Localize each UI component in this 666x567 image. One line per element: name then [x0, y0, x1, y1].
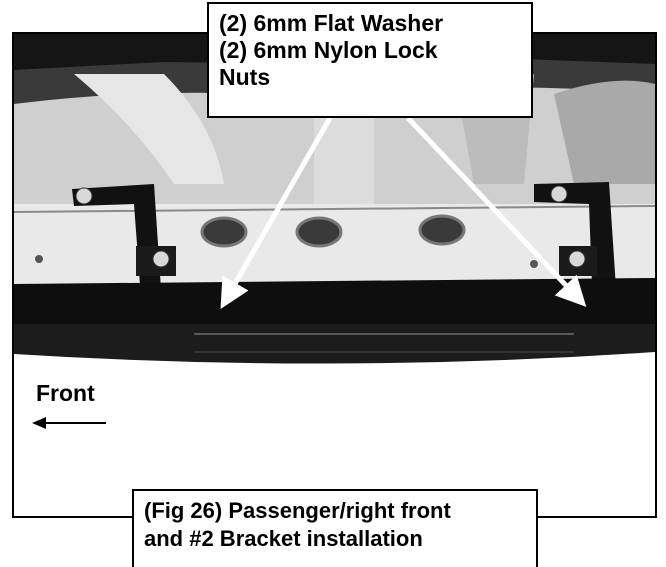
callout-line-3: Nuts [219, 64, 271, 90]
parts-callout: (2) 6mm Flat Washer (2) 6mm Nylon Lock N… [207, 2, 533, 118]
figure-caption: (Fig 26) Passenger/right front and #2 Br… [132, 489, 538, 567]
callout-arrow-right [406, 116, 587, 307]
front-label: Front [36, 380, 95, 406]
callout-line-1: (2) 6mm Flat Washer [219, 10, 444, 36]
left-arrow-icon [32, 417, 106, 429]
callout-line-2: (2) 6mm Nylon Lock [219, 37, 438, 63]
callout-arrow-left [220, 116, 333, 310]
caption-line-2: and #2 Bracket installation [144, 526, 423, 551]
caption-line-1: (Fig 26) Passenger/right front [144, 498, 451, 523]
